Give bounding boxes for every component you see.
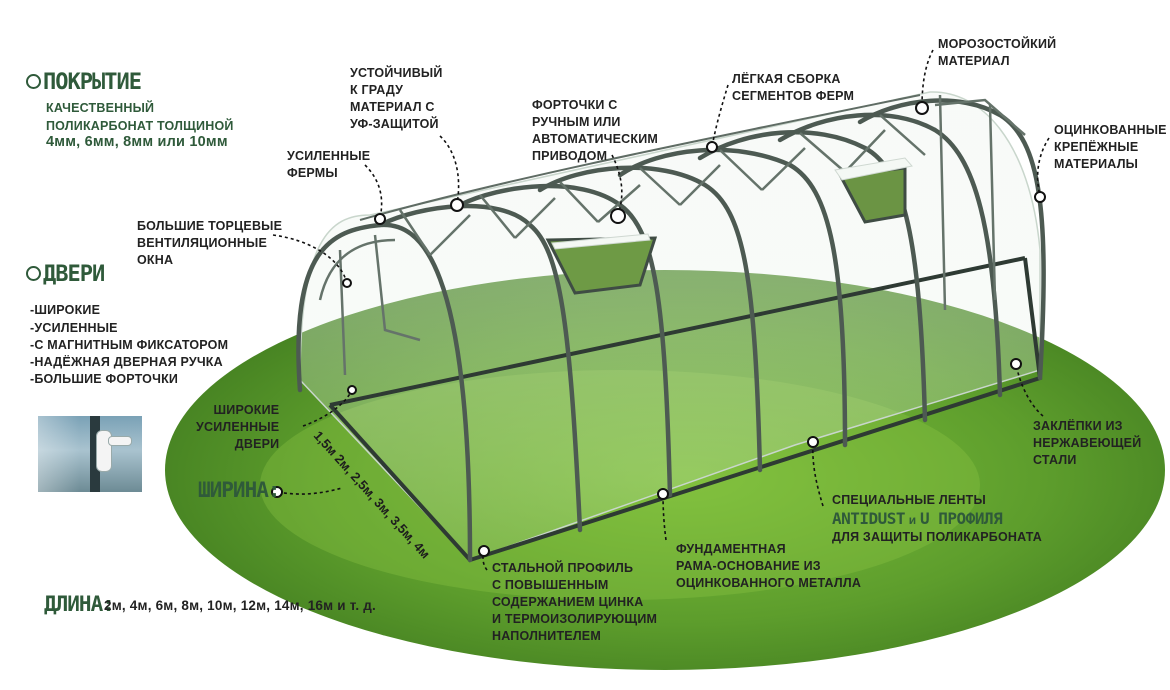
foundation-frame (328, 256, 1043, 563)
truss-inner-braces (318, 94, 1026, 376)
callout-stainless-rivets: ЗАКЛЁПКИ ИЗ НЕРЖАВЕЮЩЕЙ СТАЛИ (1033, 419, 1142, 467)
doors-item: -С МАГНИТНЫМ ФИКСАТОРОМ (30, 338, 229, 352)
doors-item: -ШИРОКИЕ (30, 303, 101, 317)
callout-hail-resistant: УСТОЙЧИВЫЙ К ГРАДУ МАТЕРИАЛ С УФ-ЗАЩИТОЙ (350, 66, 443, 131)
callout-frost-resistant: МОРОЗОСТОЙКИЙ МАТЕРИАЛ (938, 37, 1057, 68)
doors-heading: ДВЕРИ (26, 262, 105, 287)
tapes-brand-line: ANTIDUST и U ПРОФИЛЯ (832, 510, 1072, 529)
tapes-line-1: СПЕЦИАЛЬНЫЕ ЛЕНТЫ (832, 493, 986, 507)
callout-wide-doors: ШИРОКИЕ УСИЛЕННЫЕ ДВЕРИ (196, 403, 280, 451)
roof-vent-back (834, 157, 913, 224)
ridge-line (359, 94, 921, 221)
antidust-brand: ANTIDUST (832, 509, 906, 528)
doors-item: -УСИЛЕННЫЕ (30, 321, 118, 335)
roof-vent-front (545, 233, 658, 295)
callout-dots (271, 101, 1046, 557)
callout-steel-profile: СТАЛЬНОЙ ПРОФИЛЬ С ПОВЫШЕННЫМ СОДЕРЖАНИЕ… (492, 561, 658, 643)
doors-item: -БОЛЬШИЕ ФОРТОЧКИ (30, 372, 179, 386)
coating-line-2: ПОЛИКАРБОНАТ ТОЛЩИНОЙ (46, 119, 234, 133)
tapes-line-3: ДЛЯ ЗАЩИТЫ ПОЛИКАРБОНАТА (832, 530, 1043, 544)
width-heading: ШИРИНА: (198, 478, 281, 502)
coating-line-1: КАЧЕСТВЕННЫЙ (46, 101, 155, 115)
door-handle-photo (38, 416, 142, 492)
door-frame-bar (90, 416, 100, 492)
coating-heading: ПОКРЫТИЕ (26, 70, 142, 95)
callout-special-tapes: СПЕЦИАЛЬНЫЕ ЛЕНТЫ ANTIDUST и U ПРОФИЛЯ Д… (832, 492, 1072, 546)
coating-title: ПОКРЫТИЕ (43, 70, 142, 95)
bullet-ring-icon (26, 265, 41, 281)
tapes-and: и (908, 513, 917, 527)
doors-title: ДВЕРИ (43, 262, 105, 287)
length-values: 2м, 4м, 6м, 8м, 10м, 12м, 14м, 16м и т. … (104, 598, 376, 613)
callout-foundation-frame: ФУНДАМЕНТНАЯ РАМА-ОСНОВАНИЕ ИЗ ОЦИНКОВАН… (676, 542, 862, 590)
doors-item: -НАДЁЖНАЯ ДВЕРНАЯ РУЧКА (30, 355, 223, 369)
callout-galvanized-fasteners: ОЦИНКОВАННЫЕ КРЕПЁЖНЫЕ МАТЕРИАЛЫ (1054, 123, 1167, 171)
length-heading: ДЛИНА: (44, 592, 115, 616)
callout-roof-vents: ФОРТОЧКИ С РУЧНЫМ ИЛИ АВТОМАТИЧЕСКИМ ПРИ… (532, 98, 659, 163)
callout-end-windows: БОЛЬШИЕ ТОРЦЕВЫЕ ВЕНТИЛЯЦИОННЫЕ ОКНА (137, 219, 283, 267)
callout-reinforced-trusses: УСИЛЕННЫЕ ФЕРМЫ (287, 149, 371, 180)
coating-thickness: 4мм, 6мм, 8мм или 10мм (46, 134, 228, 150)
bullet-ring-icon (26, 73, 41, 89)
u-profile-brand: U ПРОФИЛЯ (920, 509, 1003, 528)
truss-arches (296, 98, 1046, 563)
callout-easy-assembly: ЛЁГКАЯ СБОРКА СЕГМЕНТОВ ФЕРМ (732, 72, 855, 103)
